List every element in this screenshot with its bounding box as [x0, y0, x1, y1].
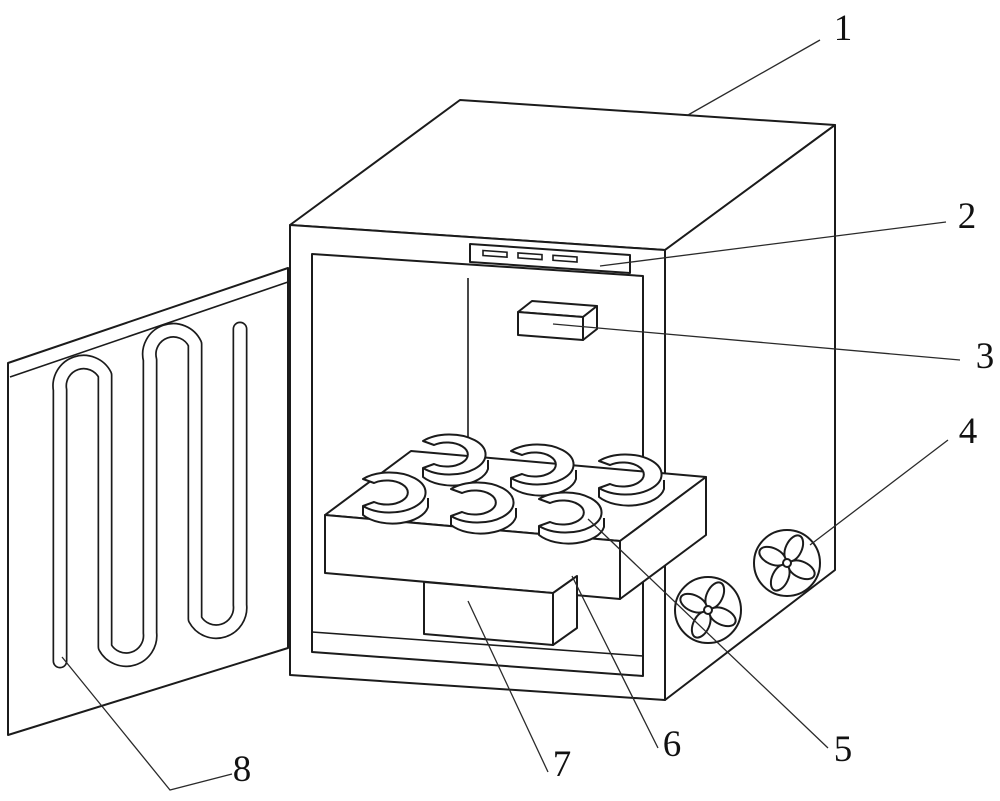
- fan: [753, 529, 821, 597]
- cabinet-door: [7, 267, 289, 736]
- control-panel-slot: [552, 254, 578, 263]
- leader-line-6: [571, 575, 659, 749]
- part-label-8: 8: [233, 749, 252, 790]
- leader-line-7: [467, 600, 549, 773]
- heating-coil: [52, 321, 248, 669]
- tray-right-face: [619, 476, 707, 600]
- inner-unit-front-face: [517, 311, 584, 341]
- part-label-3: 3: [976, 336, 995, 377]
- part-label-5: 5: [834, 729, 853, 770]
- part-label-2: 2: [958, 196, 977, 237]
- part-label-7: 7: [553, 744, 572, 785]
- leader-lines: [61, 39, 961, 791]
- part-label-6: 6: [663, 724, 682, 765]
- control-panel-body: [469, 243, 631, 274]
- interior-floor-edge: [311, 631, 644, 657]
- part-label-1: 1: [834, 8, 853, 49]
- leader-line-5: [587, 518, 829, 749]
- door-inner-edge: [9, 281, 289, 378]
- part-labels: 1 2 3 4 5 6 7 8: [233, 8, 995, 790]
- heating-coil-bore: [53, 323, 246, 667]
- leader-line-4: [809, 439, 949, 546]
- support-box: [423, 575, 578, 646]
- control-panel: [469, 243, 631, 274]
- part-label-4: 4: [959, 411, 978, 452]
- leader-line-1: [687, 39, 821, 116]
- leader-line-8: [61, 656, 233, 791]
- control-panel-slot: [517, 252, 543, 261]
- leader-line-2: [599, 221, 947, 267]
- leader-line-3: [552, 323, 961, 361]
- inner-unit-box: [517, 300, 598, 341]
- support-box-front-face: [423, 581, 554, 646]
- control-panel-slot: [482, 249, 508, 259]
